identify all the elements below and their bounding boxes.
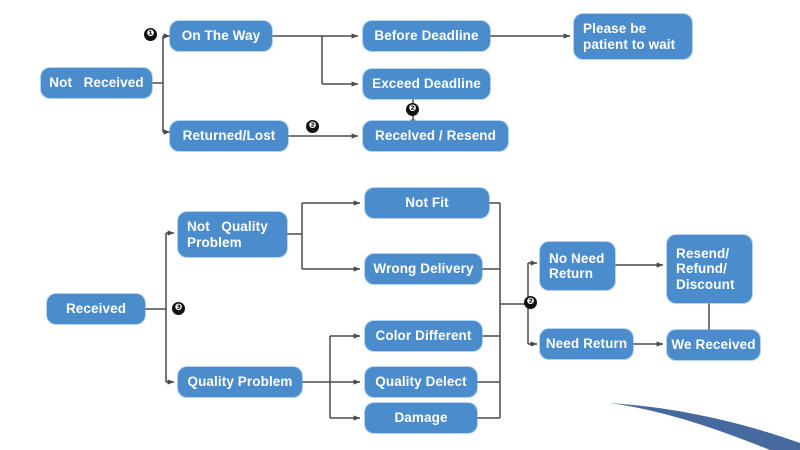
node-before-deadline[interactable]: Before Deadline [363, 21, 490, 51]
node-not-fit[interactable]: Not Fit [365, 188, 489, 218]
node-we-received[interactable]: We Received [667, 330, 760, 360]
badge-step-1: ❶ [144, 28, 157, 41]
node-no-need-return[interactable]: No Need Return [540, 242, 615, 290]
node-returned-lost[interactable]: Returned/Lost [170, 121, 288, 151]
node-quality-defect[interactable]: Quality Delect [365, 367, 477, 397]
node-need-return[interactable]: Need Return [540, 329, 633, 359]
node-damage[interactable]: Damage [365, 403, 477, 433]
node-please-be-patient[interactable]: Please be patient to wait [574, 14, 692, 59]
node-quality-problem[interactable]: Quality Problem [178, 367, 302, 397]
decorative-swoosh [608, 403, 800, 450]
node-received-resend[interactable]: Recelved / Resend [363, 121, 508, 151]
node-resend-refund-discount[interactable]: Resend/ Refund/ Discount [667, 235, 752, 303]
badge-step-3-received: ❸ [172, 302, 185, 315]
node-not-received[interactable]: Not Received [41, 68, 152, 98]
node-color-different[interactable]: Color Different [365, 321, 482, 351]
node-not-quality-problem[interactable]: Not Quality Problem [178, 212, 287, 257]
node-wrong-delivery[interactable]: Wrong Delivery [365, 254, 482, 284]
node-received[interactable]: Received [47, 294, 145, 324]
badge-step-2-exceed-deadline: ❷ [406, 103, 419, 116]
badge-step-2-return-decision: ❷ [524, 296, 537, 309]
badge-step-2-returned-lost: ❷ [306, 120, 319, 133]
node-exceed-deadline[interactable]: Exceed Deadline [363, 69, 490, 99]
node-on-the-way[interactable]: On The Way [170, 21, 272, 51]
